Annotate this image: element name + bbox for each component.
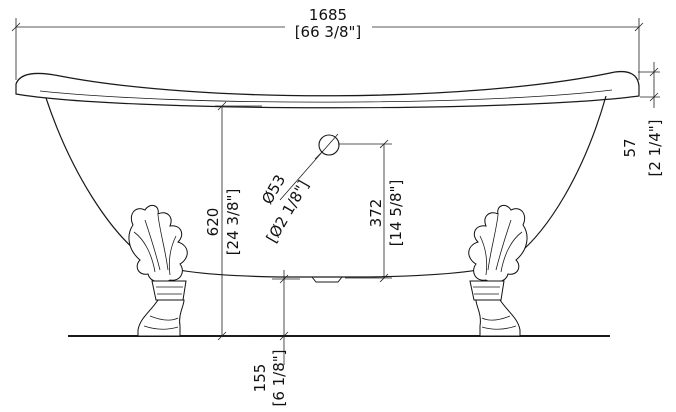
drain-diameter-dimension: Ø53 [Ø2 1/8"] (258, 133, 339, 246)
rim-label: 57 (621, 138, 639, 157)
tub-body (15, 70, 640, 283)
height-label: 620 (204, 208, 222, 237)
overflow-height-dimension: 372 [14 5/8"] (338, 139, 405, 283)
width-dimension: 1685 [66 3/8"] (11, 6, 644, 80)
right-claw-foot (468, 204, 528, 337)
overflow-label-inches: [14 5/8"] (387, 180, 405, 247)
width-label: 1685 (309, 6, 347, 24)
clearance-label-inches: [6 1/8"] (270, 349, 288, 406)
height-label-inches: [24 3/8"] (224, 189, 242, 256)
overflow-circle (318, 134, 340, 156)
width-label-inches: [66 3/8"] (295, 23, 362, 41)
clearance-dimension: 155 [6 1/8"] (251, 270, 300, 407)
rim-label-inches: [2 1/4"] (646, 119, 664, 176)
overflow-label: 372 (367, 199, 385, 228)
clearance-label: 155 (251, 364, 269, 393)
rim-dimension: 57 [2 1/4"] (621, 62, 664, 177)
height-dimension: 620 [24 3/8"] (204, 101, 262, 341)
left-claw-foot (128, 204, 188, 337)
